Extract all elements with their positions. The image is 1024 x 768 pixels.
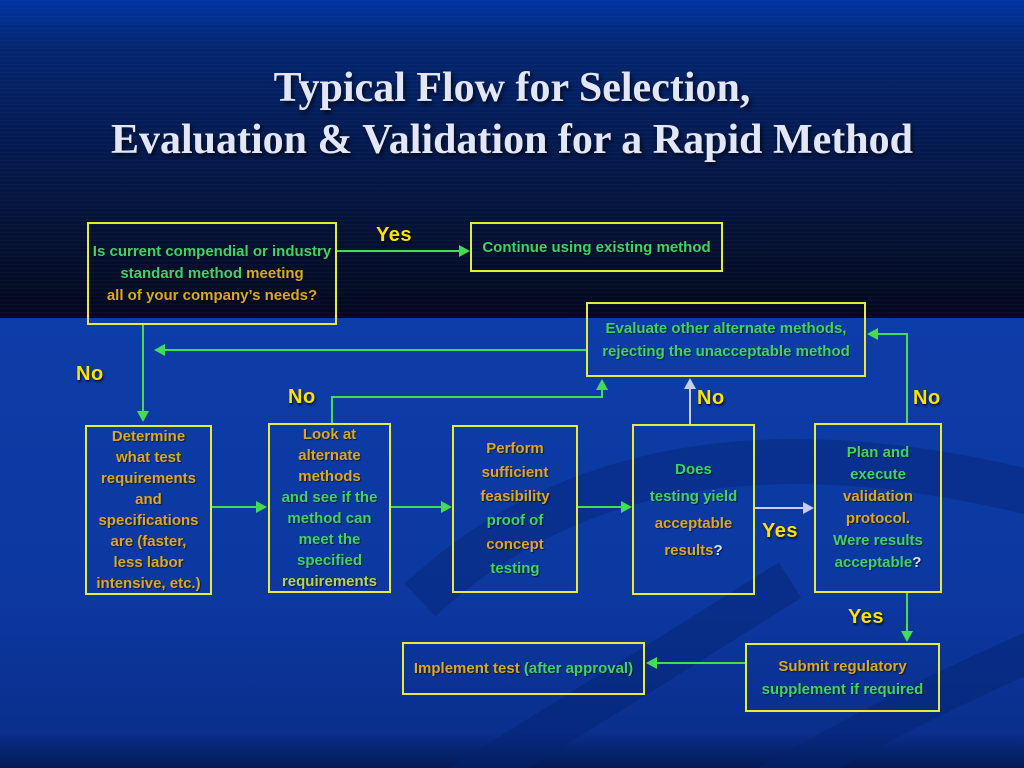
arrowhead-into-continue-icon <box>459 245 470 257</box>
connector-evaluate-loop-left <box>165 349 586 351</box>
slide-title-line2: Evaluation & Validation for a Rapid Meth… <box>110 117 914 163</box>
arrowhead-into-does-icon <box>621 501 632 513</box>
arrowhead-into-implement-icon <box>646 657 657 669</box>
connector-look-no-up <box>331 397 333 423</box>
background-top-gradient <box>0 0 1024 318</box>
arrowhead-into-plan-icon <box>803 502 814 514</box>
box-continue-existing-method: Continue using existing method <box>470 222 723 272</box>
arrowhead-into-determine-icon <box>137 411 149 422</box>
connector-look-no-into-evaluate <box>601 390 603 397</box>
connector-q1-down-to-determine <box>142 325 144 411</box>
label-no-left: No <box>76 363 104 385</box>
label-yes-does: Yes <box>762 520 798 542</box>
label-no-look: No <box>288 386 316 408</box>
box-implement-test: Implement test (after approval) <box>402 642 645 695</box>
arrowhead-into-submit-icon <box>901 631 913 642</box>
connector-q1-to-continue <box>337 250 459 252</box>
arrowhead-look-no-into-evaluate-icon <box>596 379 608 390</box>
arrowhead-into-look-icon <box>256 501 267 513</box>
arrowhead-plan-no-into-evaluate-icon <box>867 328 878 340</box>
label-yes-plan: Yes <box>848 606 884 628</box>
connector-determine-to-look <box>212 506 256 508</box>
arrowhead-loop-left-icon <box>154 344 165 356</box>
label-yes-top: Yes <box>376 224 412 246</box>
connector-look-to-perform <box>391 506 441 508</box>
connector-submit-to-implement <box>657 662 745 664</box>
connector-does-yes-to-plan <box>755 507 803 509</box>
arrowhead-into-perform-icon <box>441 501 452 513</box>
connector-plan-no-up <box>906 334 908 423</box>
box-evaluate-alternate-methods: Evaluate other alternate methods,rejecti… <box>586 302 866 377</box>
connector-perform-to-does <box>578 506 621 508</box>
connector-plan-no-across <box>878 333 908 335</box>
arrowhead-does-no-into-evaluate-icon <box>684 378 696 389</box>
slide-title-line1: Typical Flow for Selection, <box>273 65 751 111</box>
label-no-plan: No <box>913 387 941 409</box>
slide-title: Typical Flow for Selection, Evaluation &… <box>0 62 1024 166</box>
connector-does-no-up <box>689 389 691 424</box>
connector-look-no-across <box>331 396 603 398</box>
label-no-does: No <box>697 387 725 409</box>
connector-plan-yes-down <box>906 593 908 631</box>
